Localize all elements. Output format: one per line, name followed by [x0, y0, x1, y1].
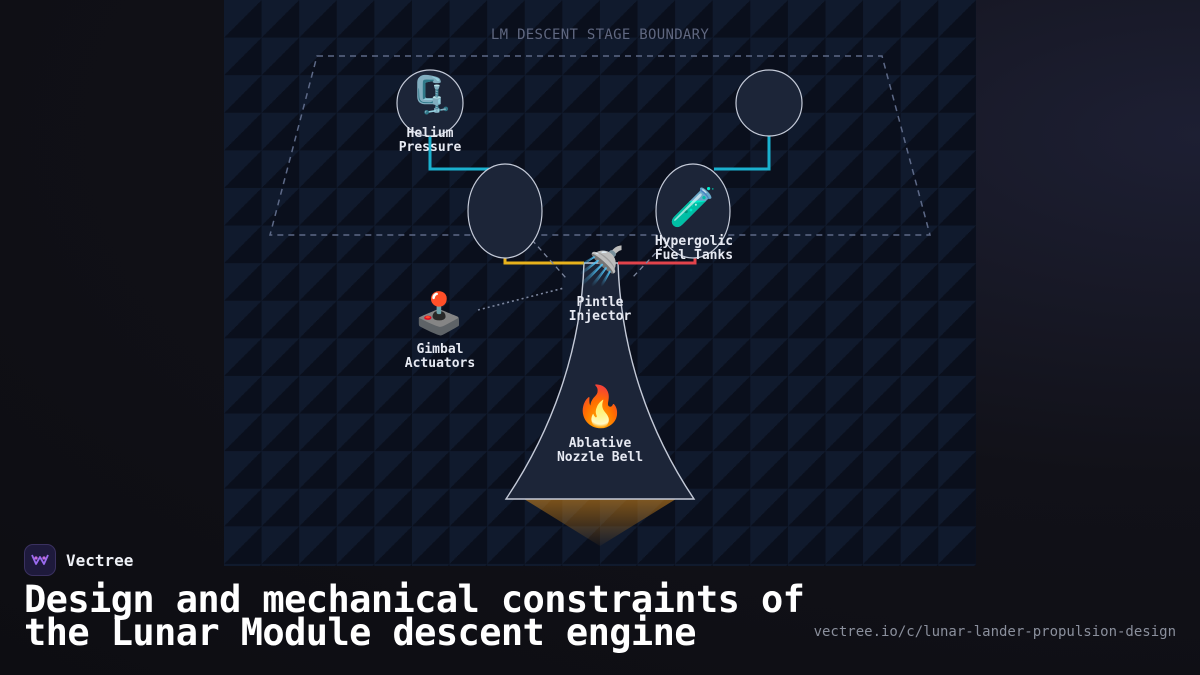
gimbal-label-line-1: Gimbal	[417, 342, 464, 357]
helium-tank-right	[735, 69, 803, 137]
pintle-label-line-2: Injector	[569, 309, 632, 324]
fire-icon: 🔥	[575, 383, 625, 430]
oxidizer-feed-line	[503, 256, 584, 265]
joystick-icon: 🕹️	[414, 290, 464, 337]
stage-boundary	[269, 55, 931, 236]
helium-line-right	[714, 135, 771, 171]
hypergolic-label-line-2: Fuel Tanks	[655, 248, 733, 263]
exhaust-plume	[524, 499, 676, 546]
fuel-tank	[655, 163, 731, 259]
gimbal-link-line	[477, 287, 565, 311]
diagram-panel: LM DESCENT STAGE BOUNDARY 🗜️ 🧪 🚿 🕹️ 🔥 He…	[224, 0, 976, 566]
stage-boundary-label: LM DESCENT STAGE BOUNDARY	[491, 27, 709, 43]
page-title: Design and mechanical constraints of the…	[24, 578, 805, 654]
helium-line-left	[428, 135, 490, 171]
oxidizer-tank	[467, 163, 543, 259]
clamp-icon: 🗜️	[409, 74, 454, 116]
helium-label-line-2: Pressure	[399, 140, 462, 155]
page-url[interactable]: vectree.io/c/lunar-lander-propulsion-des…	[813, 624, 1176, 640]
helium-label-line-1: Helium	[407, 126, 454, 141]
nozzle-label-line-2: Nozzle Bell	[557, 450, 643, 465]
pintle-label-line-1: Pintle	[577, 295, 624, 310]
test-tube-icon: 🧪	[669, 185, 716, 229]
helium-tank-left	[396, 69, 464, 137]
gimbal-label-line-2: Actuators	[405, 356, 475, 371]
vectree-logo-icon	[24, 544, 56, 576]
brand-name: Vectree	[66, 550, 134, 570]
nozzle-label-line-1: Ablative	[569, 436, 632, 451]
nozzle-bell	[504, 262, 696, 500]
connector-oxidizer-injector	[531, 239, 567, 279]
hypergolic-label-line-1: Hypergolic	[655, 234, 733, 249]
propulsion-diagram: LM DESCENT STAGE BOUNDARY 🗜️ 🧪 🚿 🕹️ 🔥 He…	[269, 27, 931, 546]
shower-icon: 🚿	[577, 244, 624, 288]
brand[interactable]: Vectree	[24, 544, 133, 576]
